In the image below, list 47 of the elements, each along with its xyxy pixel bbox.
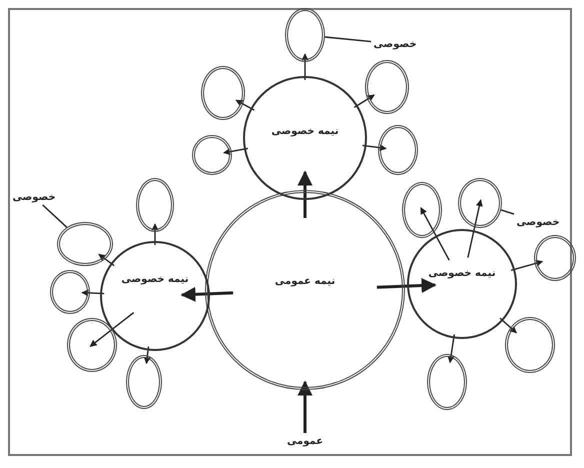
arrow [448, 334, 455, 364]
circle-node [205, 190, 405, 390]
small-circle [534, 235, 576, 281]
arrow [298, 380, 312, 433]
small-circle [57, 222, 113, 266]
small-circle [126, 355, 162, 409]
text-label: خصوصی [371, 36, 419, 52]
arrow [467, 199, 483, 258]
arrow [144, 346, 151, 364]
arrow [235, 100, 255, 111]
arrow [223, 148, 248, 156]
small-circle [378, 125, 418, 175]
arrow [90, 312, 134, 347]
small-circle [402, 182, 442, 238]
arrow [500, 318, 517, 334]
circle-node [100, 241, 210, 351]
circle-node [243, 76, 367, 200]
circle-label: نیمه خصوصی [120, 274, 190, 285]
arrow [510, 260, 544, 271]
leader-line [42, 204, 68, 228]
small-circle [201, 66, 245, 120]
small-circle [427, 354, 467, 410]
arrow [180, 286, 234, 302]
circle-label: نیمه عمومی [274, 276, 336, 287]
arrow [354, 94, 375, 108]
small-circle [285, 8, 325, 62]
small-circle [505, 317, 555, 373]
circle-node [407, 229, 517, 339]
small-circle [136, 178, 174, 232]
text-label: خصوصی [10, 189, 58, 205]
arrow [98, 254, 115, 266]
small-circle [458, 178, 502, 228]
leader-line [500, 209, 514, 215]
small-circle [50, 270, 90, 314]
arrow [152, 223, 158, 245]
small-circle [67, 318, 117, 372]
text-label: خصوصی [514, 214, 562, 230]
small-circle [365, 60, 409, 114]
leader-line [324, 36, 372, 42]
small-circle [192, 135, 232, 175]
arrow [362, 144, 387, 152]
arrow [298, 170, 312, 218]
arrow [420, 207, 450, 261]
text-label: عمومی [281, 433, 329, 449]
circle-label: نیمه خصوصی [427, 268, 497, 279]
arrow [81, 289, 104, 296]
circle-label: نیمه خصوصی [270, 126, 340, 137]
